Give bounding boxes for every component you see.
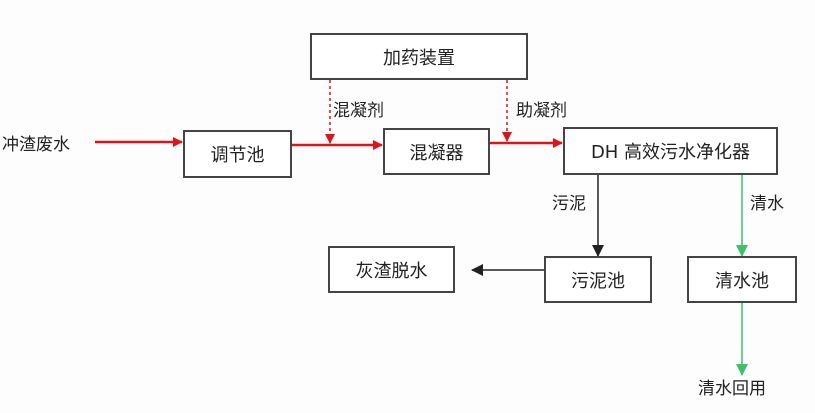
clear-water-label: 清水 (750, 194, 784, 214)
sludge-tank-label: 污泥池 (571, 270, 625, 292)
coagulator-box: 混凝器 (383, 128, 490, 175)
regulating-tank-label: 调节池 (210, 145, 265, 166)
coagulator-label: 混凝器 (409, 142, 464, 164)
coagulant-label: 混凝剂 (333, 101, 384, 121)
ash-dewatering-label: 灰渣脱水 (355, 260, 428, 282)
purifier-box: DH 高效污水净化器 (563, 127, 778, 175)
clear-water-tank-box: 清水池 (687, 256, 797, 303)
ash-dewatering-box: 灰渣脱水 (328, 246, 455, 293)
clear-water-tank-label: 清水池 (715, 270, 769, 292)
clear-water-reuse-label: 清水回用 (698, 379, 766, 399)
dosing-device-label: 加药装置 (383, 47, 455, 69)
purifier-label: DH 高效污水净化器 (590, 142, 751, 163)
regulating-tank-box: 调节池 (183, 130, 292, 178)
sludge-tank-box: 污泥池 (544, 256, 652, 303)
sludge-label: 污泥 (552, 194, 586, 214)
coagulant-aid-label: 助凝剂 (516, 101, 567, 121)
input-wastewater-label: 冲渣废水 (2, 135, 70, 155)
dosing-device-box: 加药装置 (310, 33, 528, 80)
